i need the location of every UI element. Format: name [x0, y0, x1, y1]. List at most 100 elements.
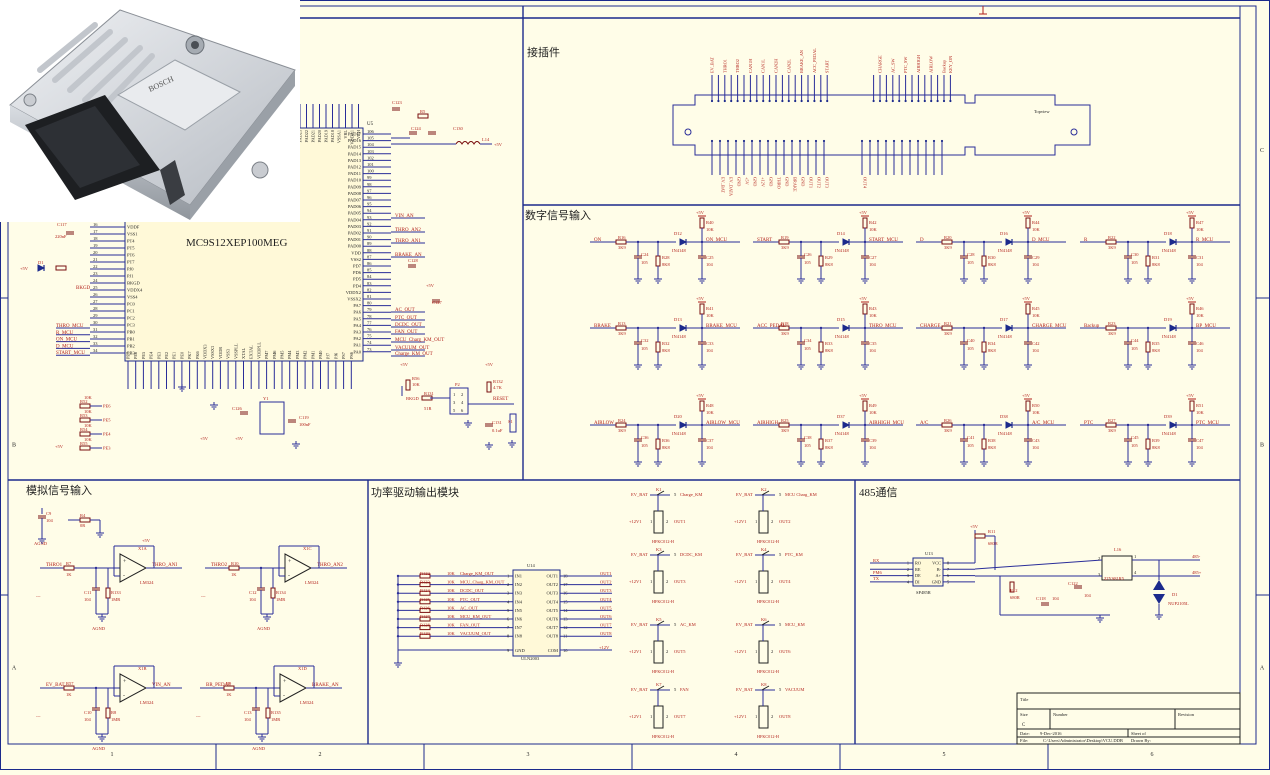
net-label: BRAKE_AN: [395, 253, 422, 258]
net-label: PE4: [103, 432, 111, 437]
part-value: LM324: [140, 700, 154, 705]
pin-name: PAD17: [348, 132, 362, 137]
pin-number: 22: [93, 264, 98, 269]
part-label: C26: [804, 252, 812, 257]
pin-name: PM6: [272, 350, 277, 359]
pin-name: VDDPLL: [256, 342, 261, 359]
pin-name: PAD14: [348, 151, 362, 156]
part-label: R37: [825, 438, 833, 443]
part-value: HFKC012-H: [757, 669, 779, 674]
part-value: NUP2105L: [1168, 601, 1189, 606]
cap-c128: [408, 264, 416, 268]
net-label: BKGD: [406, 396, 420, 401]
part-label: R52: [80, 399, 88, 404]
connector-pin: [885, 99, 888, 103]
part-label: D18: [1164, 231, 1172, 236]
pin-name: IN2: [515, 582, 522, 587]
pullup-resistor: [699, 217, 705, 229]
part-value: 8K8: [825, 348, 833, 353]
part-value: 10K: [1196, 410, 1205, 415]
net-label: DCDC_OUT: [460, 588, 484, 593]
divider-resistor: [818, 255, 824, 267]
pin-number: 2: [1098, 556, 1100, 561]
divider-resistor: [655, 255, 661, 267]
relay-net: MCU Charg_KM: [785, 492, 817, 497]
connector-net: CAN2L: [786, 59, 791, 73]
part-label: R57: [66, 681, 74, 686]
pin-number: 5: [947, 579, 949, 584]
connector-pin: [781, 99, 784, 103]
output-net: AIRLOW_MCU: [706, 421, 740, 426]
part-value: 10K: [84, 409, 93, 414]
pin-number: 28: [93, 306, 98, 311]
output-net: D_MCU: [1032, 238, 1050, 243]
pin-name: PE6: [133, 351, 138, 359]
pin-name: PA5: [353, 316, 361, 321]
connector-pin: [949, 99, 952, 103]
ground-symbol: [817, 362, 825, 370]
input-resistor: [63, 565, 75, 571]
part-value: 104: [1032, 348, 1040, 353]
pin-name: PAD18: [330, 130, 335, 143]
section-title-connector: 接插件: [527, 45, 560, 59]
part-label: R11: [988, 529, 995, 534]
part-value: 10K: [447, 580, 456, 585]
part-value: 8K8: [988, 262, 996, 267]
pin-name: IN3: [515, 591, 523, 596]
ground-symbol: [1124, 459, 1132, 467]
part-value: 105: [804, 260, 812, 265]
net-label: AC_OUT: [395, 308, 415, 313]
connector-net: AC_SW: [890, 57, 895, 73]
pin-number: 77: [367, 320, 372, 325]
pin-number: 32: [93, 334, 98, 339]
part-label: C40: [967, 338, 975, 343]
pin-name: PA6: [353, 310, 361, 315]
net-label: +5V: [696, 296, 705, 301]
pin-name: PC0: [127, 302, 136, 307]
part-value: 10K: [447, 623, 456, 628]
part-value: 3K9: [618, 331, 626, 336]
part-label: R129: [420, 631, 431, 636]
output-net: THRO_AN2: [317, 563, 343, 568]
pin-number: 3: [507, 591, 510, 596]
pin-number: 4: [461, 400, 464, 405]
connector-pin: [942, 99, 946, 103]
pin-number: 1: [755, 714, 757, 719]
connector-net: OUT4: [863, 177, 868, 189]
connector-net: AIRLOW: [929, 55, 934, 73]
part-label: R39: [1152, 438, 1160, 443]
pin-name: IN8: [515, 634, 523, 639]
net-label: THRO_AN1: [395, 239, 421, 244]
output-net: A/C_MCU: [1032, 421, 1055, 426]
part-label: R23: [1108, 321, 1116, 326]
clamp-diode: [842, 421, 851, 429]
pin-name: PAD23: [298, 130, 303, 143]
connector-outline: [672, 94, 1091, 156]
part-value: 104: [869, 348, 877, 353]
part-label: K3: [656, 547, 662, 552]
supply-net: EV_BAT: [631, 492, 648, 497]
part-value: 10K: [412, 382, 421, 387]
part-value: ULN2003: [521, 656, 540, 661]
part-label: C46: [1196, 341, 1204, 346]
pin-number: 5: [453, 408, 456, 413]
connector-pin: [749, 99, 752, 103]
pin-name: PK7: [187, 351, 192, 359]
connector-net: THRO1: [722, 59, 727, 73]
connector-net: GND: [785, 177, 790, 186]
ground-symbol: [1144, 276, 1152, 284]
part-label: X1D: [298, 666, 307, 671]
net-label: ON_MCU: [56, 338, 78, 343]
part-label: R53: [80, 413, 88, 418]
decor-dash: ---: [36, 594, 41, 599]
part-label: D1: [1172, 592, 1178, 597]
relay-net: AC_KM: [680, 622, 696, 627]
pin-name: VRL: [343, 130, 348, 139]
part-value: 3K9: [944, 428, 952, 433]
connector-net: BRAKE: [793, 177, 798, 192]
size-value: C: [1022, 723, 1025, 728]
part-value: 10K: [706, 313, 715, 318]
pin-name: PAD00: [348, 244, 362, 249]
